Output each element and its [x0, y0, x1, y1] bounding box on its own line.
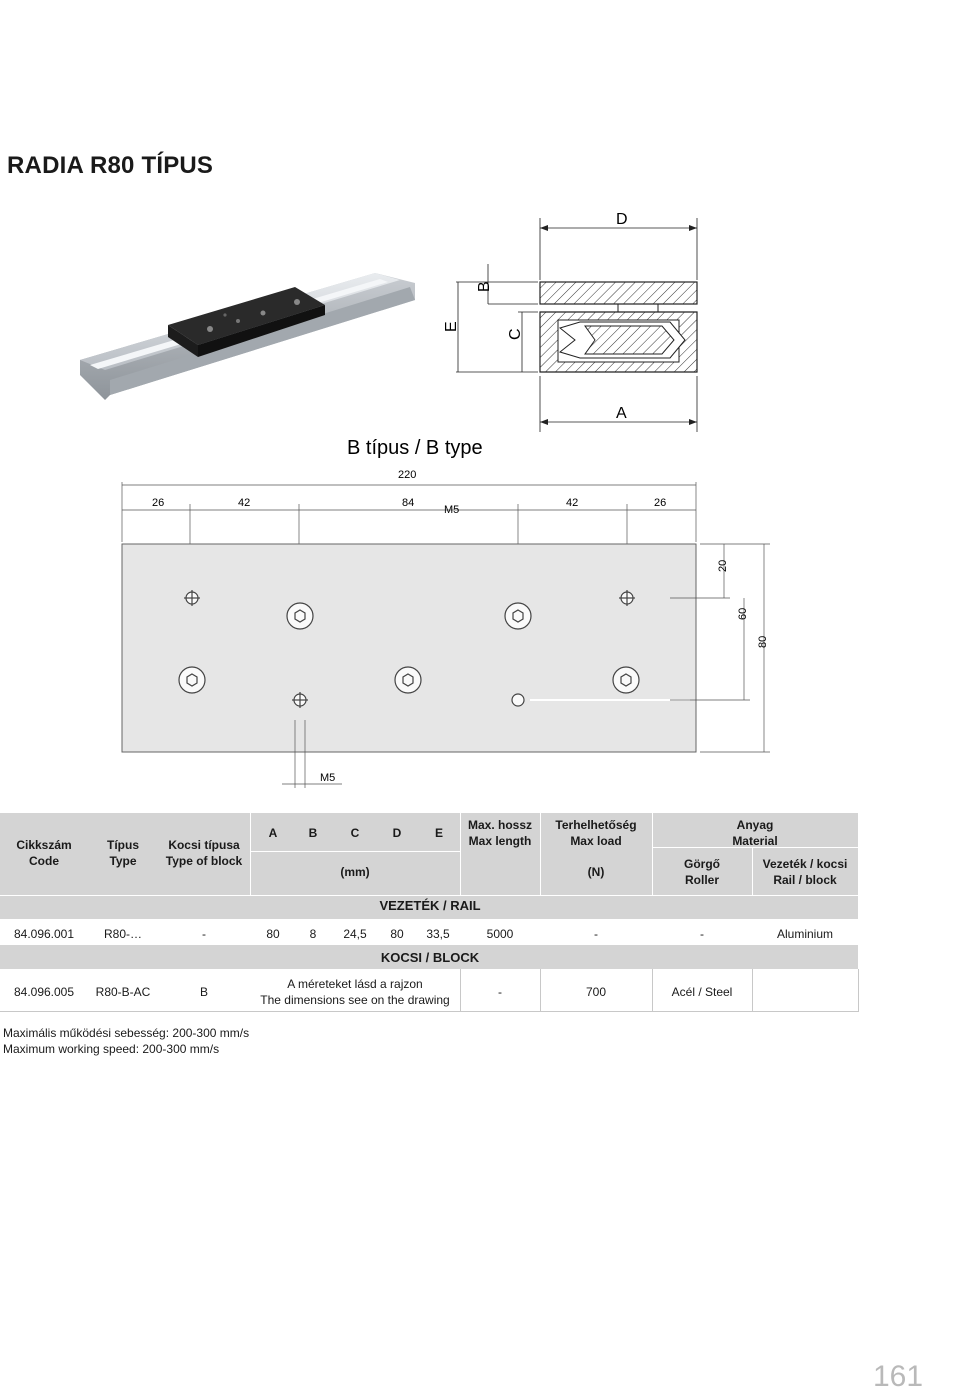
rail-material: Aluminium: [776, 927, 833, 941]
dim-label-c: C: [507, 328, 524, 340]
page-title: RADIA R80 TÍPUS: [7, 152, 214, 179]
dim-label-e: E: [443, 321, 460, 332]
block-roller: Acél / Steel: [671, 985, 733, 999]
dim-80: 80: [757, 636, 769, 648]
page-number: 161: [873, 1360, 924, 1393]
header-unit-mm: (mm): [340, 865, 370, 879]
table-header-bg: [0, 813, 858, 919]
rail-a: 80: [266, 927, 280, 941]
header-c: C: [350, 826, 360, 840]
dim-42-left: 42: [238, 497, 250, 509]
dim-20: 20: [717, 560, 729, 572]
block-drawing-caption: B típus / B type: [347, 437, 483, 459]
block-drawing: B típus / B type 220 26 42 84 M5 42 26 2…: [121, 437, 770, 788]
dim-220: 220: [398, 469, 416, 481]
dim-60: 60: [737, 608, 749, 620]
section-drawing: D A E B C: [443, 211, 698, 432]
dim-26-right: 26: [654, 497, 666, 509]
header-b: B: [308, 826, 318, 840]
dim-84: 84: [402, 497, 414, 509]
rail-d: 80: [390, 927, 404, 941]
product-photo: [80, 273, 415, 400]
speed-note: Maximális működési sebesség: 200-300 mm/…: [3, 1025, 249, 1057]
dim-26-left: 26: [152, 497, 164, 509]
block-code: 84.096.005: [13, 985, 75, 999]
speed-note-hu: Maximális működési sebesség: 200-300 mm/…: [3, 1026, 250, 1040]
dim-label-b: B: [476, 281, 493, 292]
block-section-bg: [0, 945, 858, 969]
block-type: R80-B-AC: [95, 985, 151, 999]
dim-thread-top: M5: [444, 504, 459, 516]
block-max-length: -: [498, 985, 502, 999]
rail-e: 33,5: [426, 927, 450, 941]
dim-42-right: 42: [566, 497, 578, 509]
block-block-type: B: [199, 985, 208, 999]
block-max-load: 700: [585, 985, 607, 999]
rail-b: 8: [309, 927, 317, 941]
dim-label-a: A: [616, 405, 627, 422]
rail-block-type: -: [202, 927, 206, 941]
rail-roller: -: [700, 927, 704, 941]
header-unit-n: (N): [587, 865, 605, 879]
header-e: E: [434, 826, 443, 840]
dim-label-d: D: [616, 211, 628, 228]
speed-note-en: Maximum working speed: 200-300 mm/s: [3, 1042, 220, 1056]
rail-max-load: -: [594, 927, 598, 941]
header-d: D: [392, 826, 402, 840]
block-section-label: KOCSI / BLOCK: [380, 950, 480, 965]
rail-section-label: VEZETÉK / RAIL: [379, 898, 481, 913]
rail-c: 24,5: [343, 927, 367, 941]
dim-thread-bottom: M5: [320, 772, 335, 784]
rail-max-length: 5000: [486, 927, 514, 941]
header-a: A: [268, 826, 278, 840]
rail-code: 84.096.001: [13, 927, 75, 941]
rail-type: R80-…: [103, 927, 142, 941]
